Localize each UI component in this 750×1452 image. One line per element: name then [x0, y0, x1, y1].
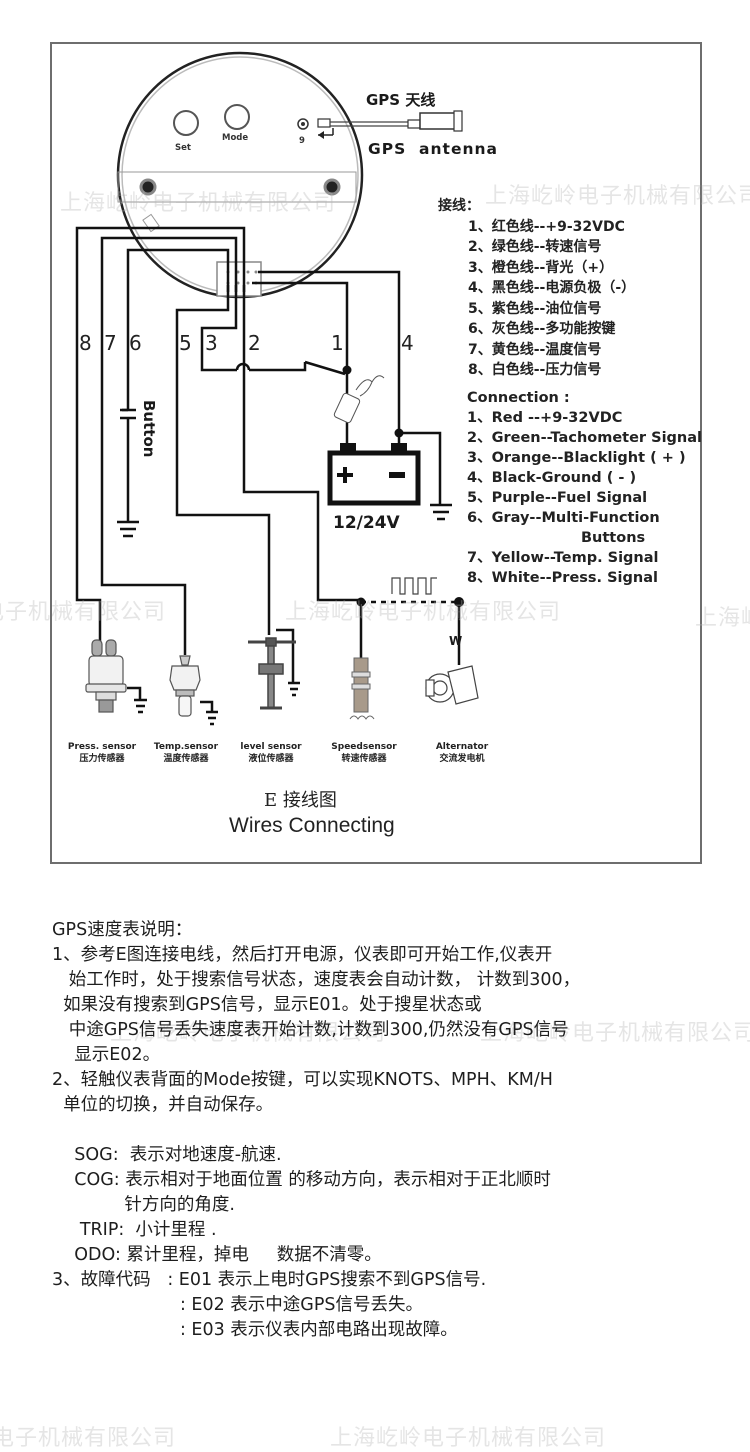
legend-cn-item: 5、紫色线--油位信号 [468, 300, 602, 317]
legend-cn: 接线： 1、红色线--+9-32VDC 2、绿色线--转速信号 3、橙色线--背… [438, 196, 635, 381]
legend-en-item: 7、Yellow--Temp. Signal [467, 550, 659, 566]
legend-en-item: 5、Purple--Fuel Signal [467, 490, 648, 506]
legend-en-item: 3、Orange--Blacklight ( + ) [467, 450, 686, 466]
legend-cn-title: 接线： [438, 198, 480, 214]
diagram-caption-en: Wires Connecting [229, 814, 395, 837]
description-line: 2、轻触仪表背面的Mode按键，可以实现KNOTS、MPH、KM/H [52, 1070, 553, 1090]
wire-number-3: 3 [205, 331, 218, 355]
button-label: Button [140, 400, 158, 458]
alternator-terminal-label: W [449, 634, 463, 648]
wire-number-1: 1 [331, 331, 344, 355]
mounting-bolt-left [139, 178, 157, 196]
diagram-caption-cn: E 接线图 [264, 790, 337, 811]
mode-button-icon [224, 104, 250, 130]
sensor-label-cn: 温度传感器 [163, 754, 209, 764]
legend-en-item: Buttons [581, 530, 646, 546]
set-button-icon [173, 110, 199, 136]
legend-cn-item: 1、红色线--+9-32VDC [468, 218, 625, 235]
legend-en-item: 2、Green--Tachometer Signal [467, 430, 703, 446]
pulse-waveform-icon [391, 577, 437, 595]
description-line: 1、参考E图连接电线，然后打开电源，仪表即可开始工作,仪表开 [52, 945, 553, 965]
mounting-bolt-right [323, 178, 341, 196]
mode-label: Mode [222, 133, 249, 143]
sensor-label-speed: Speedsensor 转速传感器 [319, 741, 409, 765]
legend-en-item: 4、Black-Ground ( - ) [467, 470, 637, 486]
sensor-label-cn: 液位传感器 [248, 754, 294, 764]
mounting-bracket [117, 171, 357, 203]
wire-number-6: 6 [129, 331, 142, 355]
legend-cn-item: 8、白色线--压力信号 [468, 362, 602, 378]
legend-en-title: Connection : [467, 390, 570, 406]
legend-cn-item: 3、橙色线--背光（+） [468, 259, 614, 276]
description-section: GPS速度表说明： 1、参考E图连接电线，然后打开电源，仪表即可开始工作,仪表开… [52, 918, 742, 1343]
alternator-icon [425, 665, 479, 705]
level-sensor-icon [248, 637, 296, 710]
description-line: 显示E02。 [52, 1045, 161, 1065]
description-line: COG: 表示相对于地面位置 的移动方向，表示相对于正北顺时 [52, 1170, 551, 1190]
temperature-sensor-icon [169, 655, 201, 717]
speed-sensor-icon [349, 657, 375, 720]
wire-number-8: 8 [79, 331, 92, 355]
sensor-label-pressure: Press. sensor 压力传感器 [57, 741, 147, 765]
description-line: : E03 表示仪表内部电路出现故障。 [52, 1320, 458, 1340]
wire-number-7: 7 [104, 331, 117, 355]
description-line: 单位的切换，并自动保存。 [52, 1095, 274, 1115]
antenna-port-label: 9 [299, 136, 305, 146]
gps-antenna-label-cn: GPS 天线 [366, 91, 436, 109]
sensor-label-level: level sensor 液位传感器 [226, 741, 316, 765]
legend-cn-item: 7、黄色线--温度信号 [468, 341, 602, 358]
sensor-label-cn: 压力传感器 [79, 754, 125, 764]
battery-voltage-label: 12/24V [333, 513, 400, 533]
gauge-body [116, 51, 364, 299]
legend-cn-item: 6、灰色线--多功能按键 [468, 321, 616, 337]
sensor-label-en: Temp.sensor [153, 742, 219, 752]
legend-en: Connection : 1、Red --+9-32VDC 2、Green--T… [467, 388, 702, 588]
description-line: : E02 表示中途GPS信号丢失。 [52, 1295, 424, 1315]
legend-en-item: 1、Red --+9-32VDC [467, 410, 623, 426]
description-line: ODO: 累计里程，掉电 数据不清零。 [52, 1245, 382, 1265]
sensor-label-cn: 交流发电机 [439, 754, 485, 764]
description-line: 如果没有搜索到GPS信号，显示E01。处于搜星状态或 [52, 995, 482, 1015]
legend-cn-item: 2、绿色线--转速信号 [468, 239, 602, 255]
description-line: TRIP: 小计里程 . [52, 1220, 217, 1240]
wiring-diagram [75, 51, 479, 726]
junction-dots [342, 365, 464, 607]
description-line: 中途GPS信号丢失速度表开始计数,计数到300,仍然没有GPS信号 [52, 1020, 569, 1040]
legend-en-item: 8、White--Press. Signal [467, 570, 658, 586]
sensor-label-en: level sensor [240, 742, 302, 752]
sensor-label-en: Alternator [435, 742, 489, 752]
ground-icons [117, 503, 452, 726]
description-line: 3、故障代码 : E01 表示上电时GPS搜索不到GPS信号. [52, 1270, 487, 1290]
description-line: 针方向的角度. [52, 1195, 235, 1215]
battery-icon [327, 443, 421, 506]
legend-cn-item: 4、黑色线--电源负极（-） [468, 280, 636, 296]
sensor-label-en: Speedsensor [331, 742, 397, 752]
description-line [52, 1118, 742, 1143]
sensor-label-temperature: Temp.sensor 温度传感器 [141, 741, 231, 765]
description-line: SOG: 表示对地速度-航速. [52, 1145, 282, 1165]
description-line: 始工作时，处于搜索信号状态，速度表会自动计数， 计数到300， [52, 970, 581, 990]
set-label: Set [175, 143, 191, 153]
wire-number-5: 5 [179, 331, 192, 355]
gps-antenna-label-en: GPS antenna [368, 140, 498, 158]
gps-antenna-cable [317, 110, 463, 139]
legend-en-item: 6、Gray--Multi-Function [467, 510, 660, 526]
sensor-label-alternator: Alternator 交流发电机 [417, 741, 507, 765]
description-title: GPS速度表说明： [52, 920, 193, 940]
wire-number-4: 4 [401, 331, 414, 355]
wires [75, 226, 461, 712]
watermark: 上海屹岭电子机械有限公司 [0, 1426, 177, 1451]
wire-number-2: 2 [248, 331, 261, 355]
ignition-key-icon [333, 375, 385, 424]
pressure-sensor-icon [85, 639, 127, 713]
sensor-label-cn: 转速传感器 [341, 754, 387, 764]
wire-connector [216, 261, 262, 297]
sensor-label-en: Press. sensor [67, 742, 137, 752]
watermark: 上海屹岭电子机械有限公司 [330, 1426, 607, 1451]
